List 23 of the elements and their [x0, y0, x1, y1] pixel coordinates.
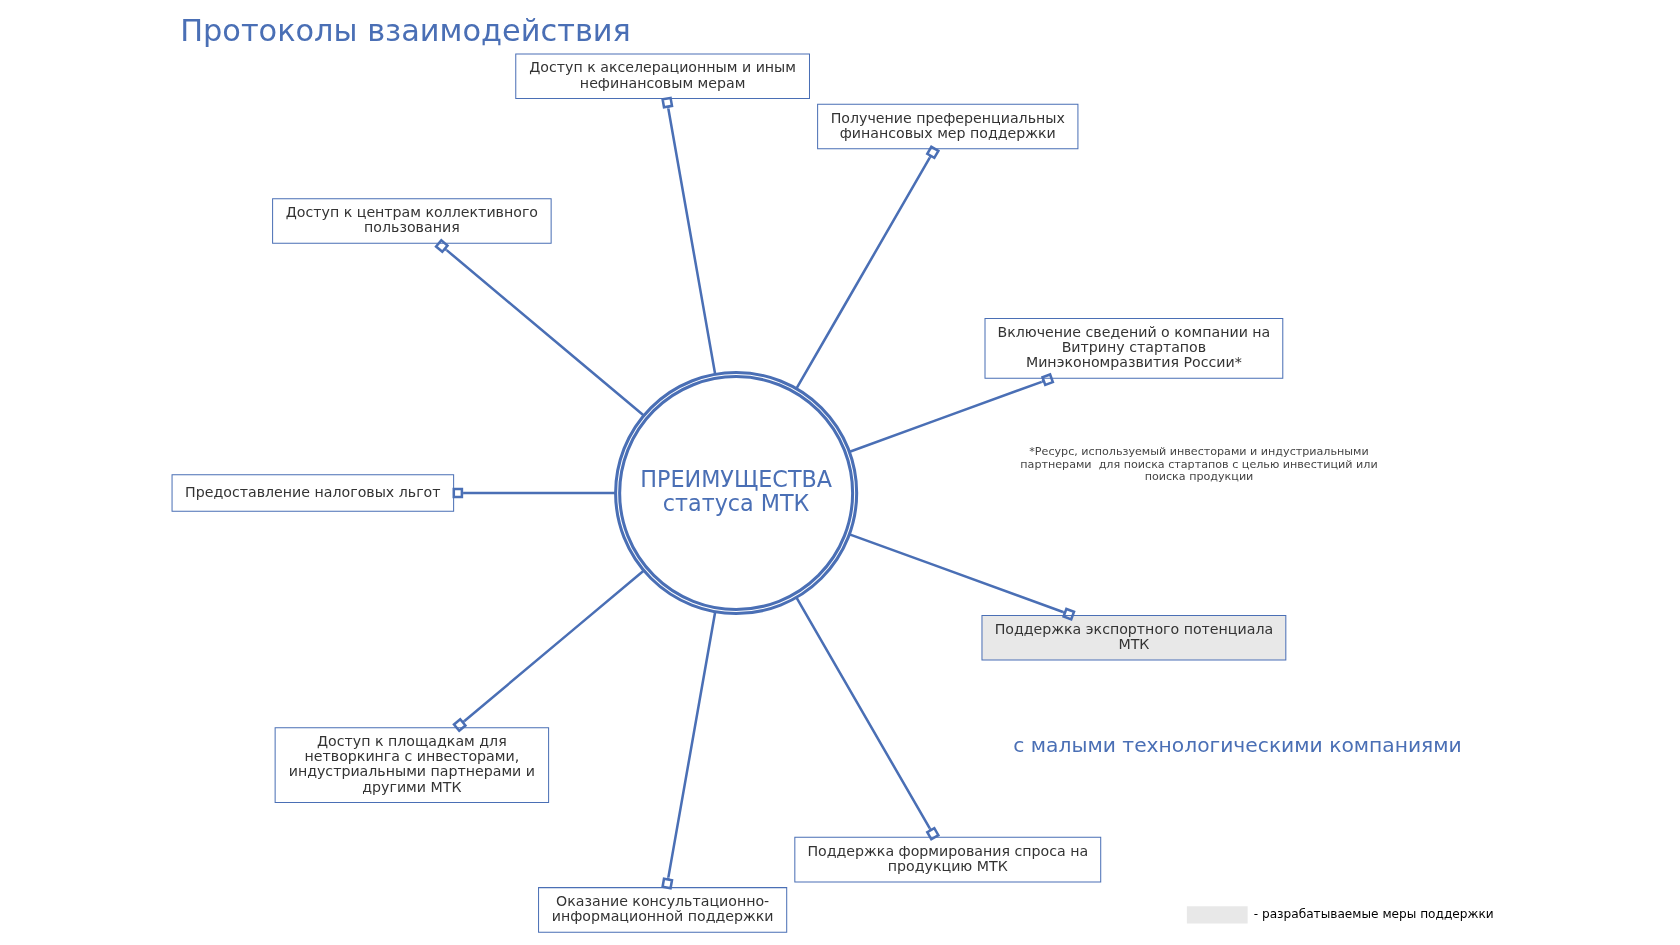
label: с малыми технологическими компаниями	[1012, 733, 1462, 758]
node-box: Поддержка формирования спроса на продукцию МТК	[793, 836, 1101, 883]
node-box: Доступ к центрам коллективного пользования	[271, 198, 552, 244]
node-box: Оказание консультационно-информационной поддержки	[537, 887, 787, 933]
connector	[794, 597, 940, 841]
diagram-title: Протоколы взаимодействия	[179, 12, 631, 48]
connector	[794, 145, 940, 390]
node-box: Предоставление налоговых льгот	[171, 474, 454, 512]
node-box: Получение преференциальных финансовых мер поддержки	[816, 103, 1078, 150]
connector	[451, 569, 644, 733]
connector	[660, 611, 716, 890]
connector	[452, 487, 615, 499]
node-box: Доступ к акселерационным и иным нефинансовым мерам	[514, 53, 810, 99]
node-box: Поддержка экспортного потенциала МТК	[980, 615, 1286, 661]
connector	[433, 238, 644, 417]
connector	[848, 533, 1076, 621]
connector	[660, 96, 716, 375]
node-circle: ПРЕИМУЩЕСТВА статуса МТК	[613, 371, 858, 616]
node-box: Включение сведений о компании на Витрину стартапов Минэкономразвития России*	[984, 317, 1283, 379]
node-box: Доступ к площадкам для нетворкинга с инвесторами, индустриальными партнерами и другими МТК	[274, 727, 549, 804]
connector	[848, 372, 1054, 453]
label: *Ресурс, используемый инвесторами и индустриальными партнерами для поиска стартапов с целью инвестиций или поиска продукции	[1019, 445, 1378, 483]
legend-label: - разрабатываемые меры поддержки	[1253, 907, 1494, 922]
